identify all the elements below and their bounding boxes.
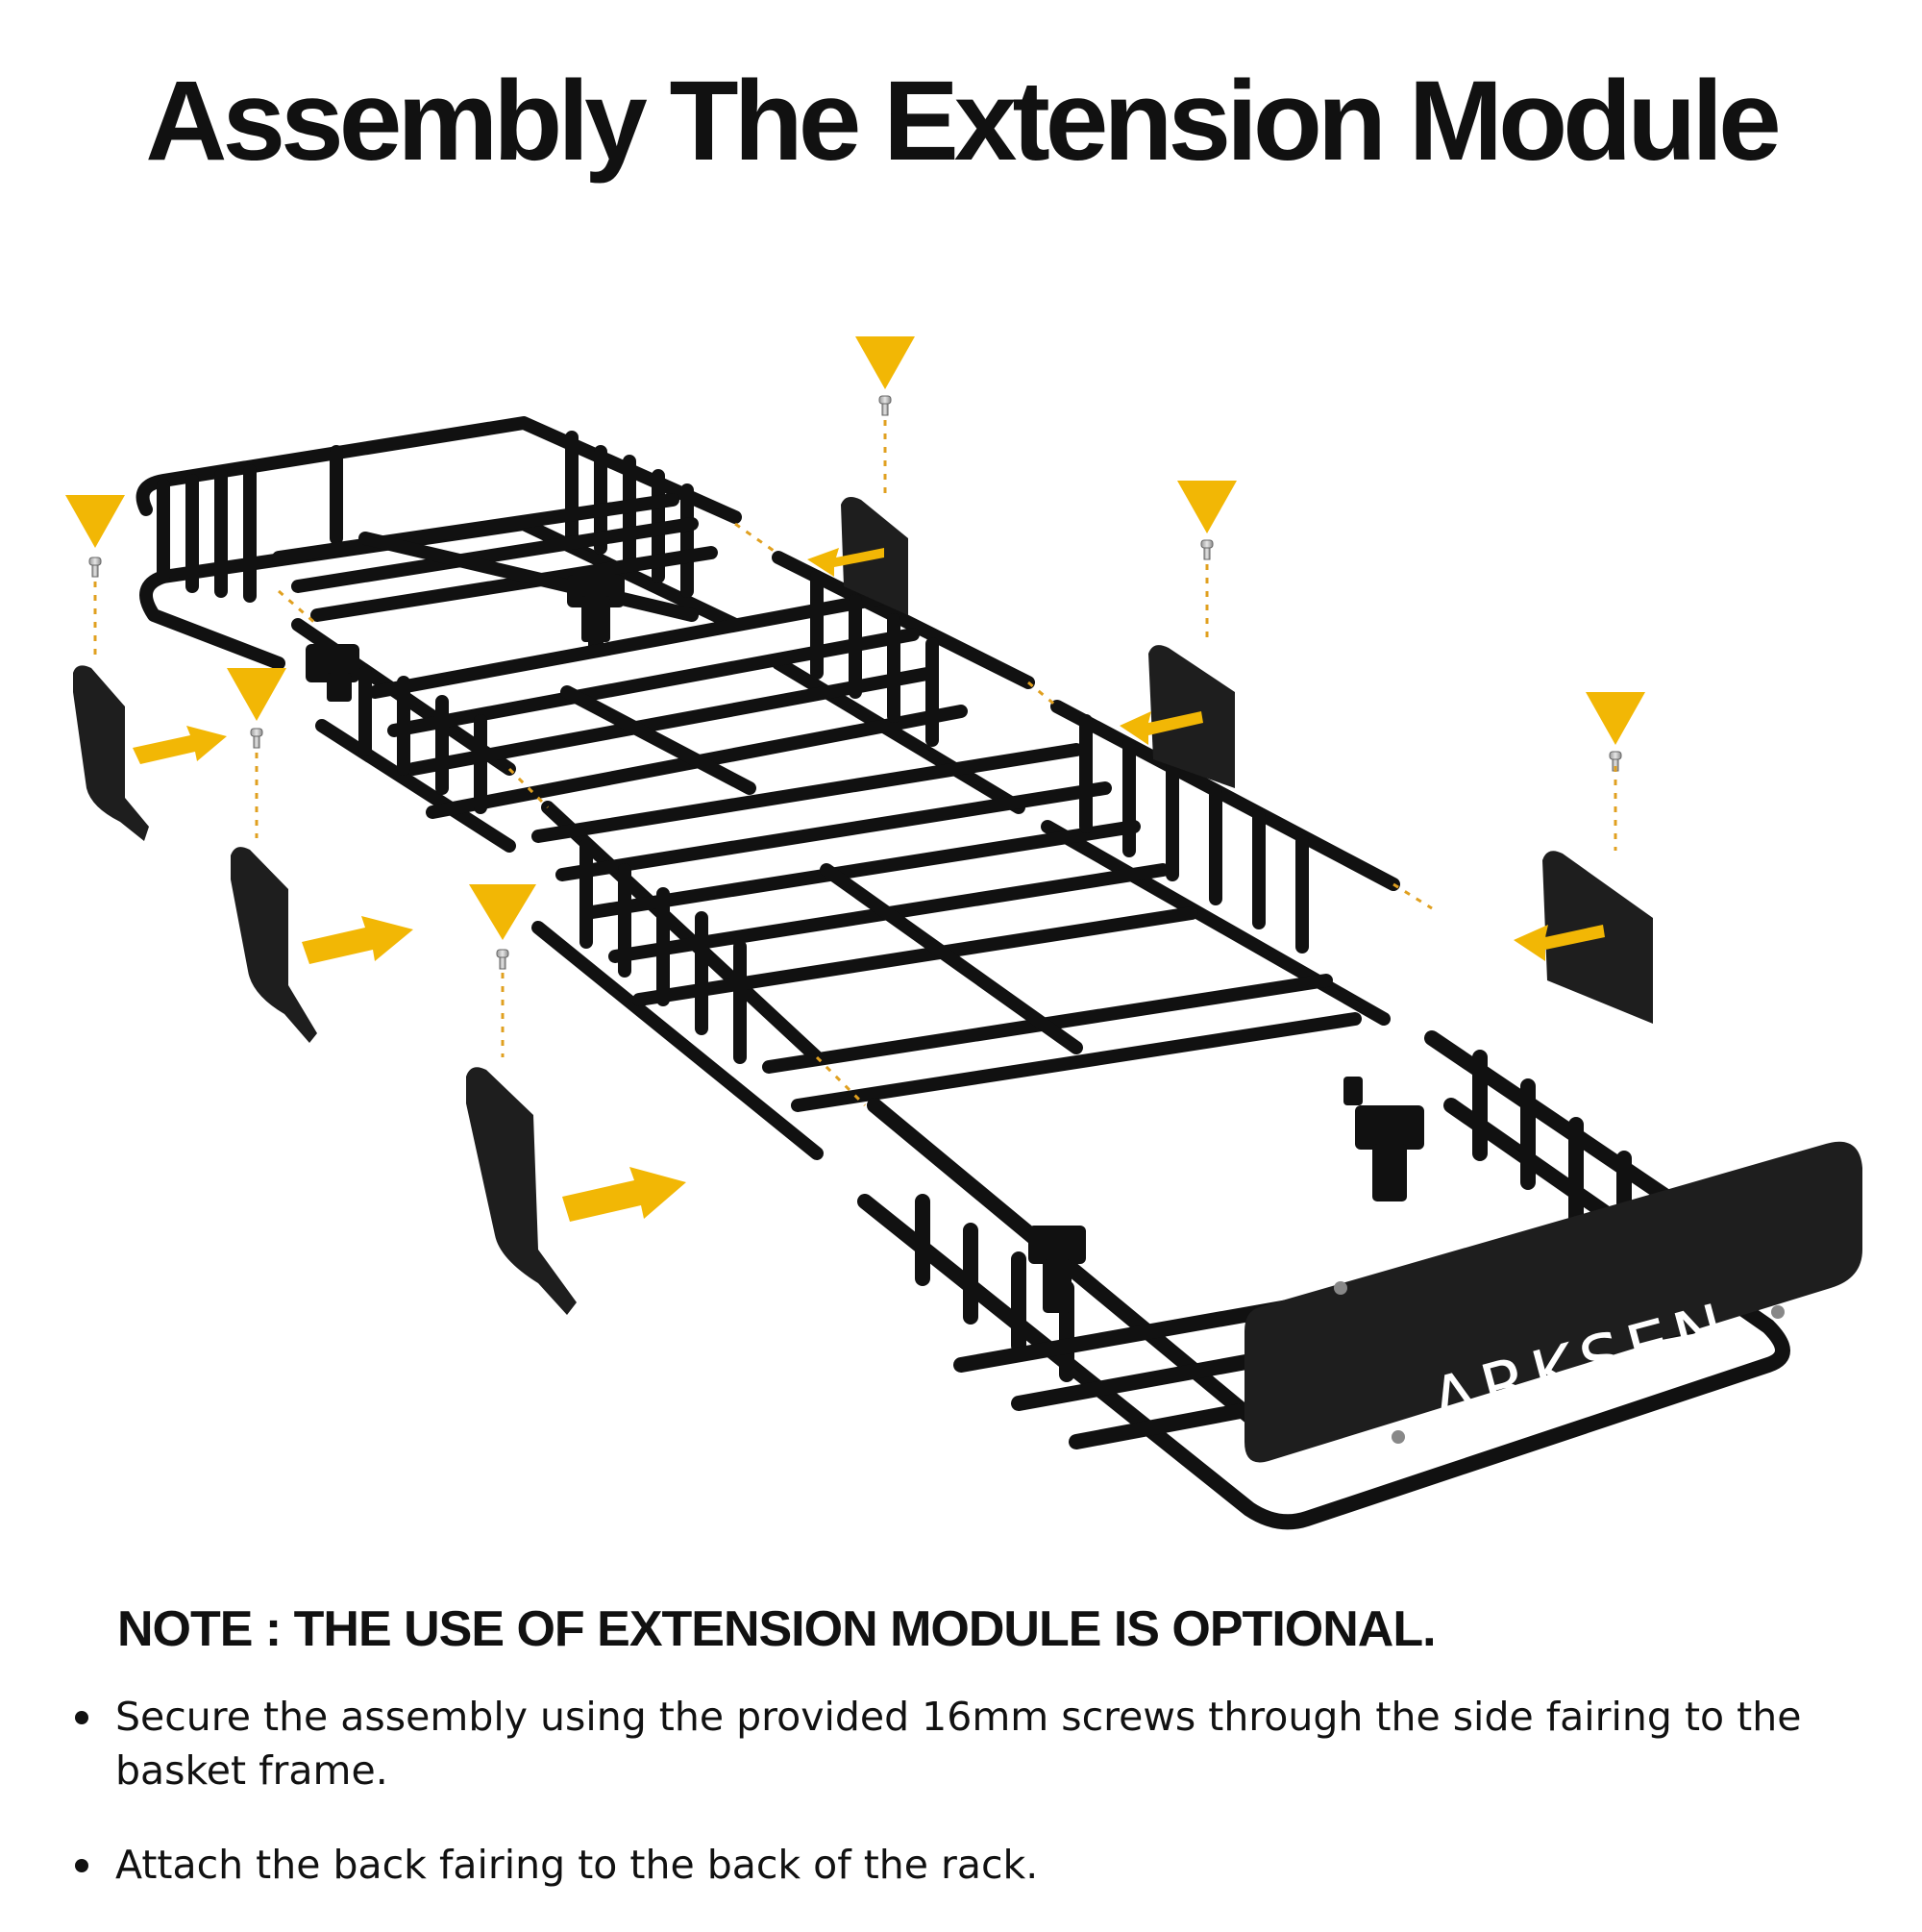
instruction-list: Secure the assembly using the provided 1… — [75, 1690, 1845, 1932]
arrow-right-icon — [133, 726, 227, 764]
arrow-left-icon — [1514, 925, 1605, 961]
clamp-front — [1028, 1077, 1424, 1313]
instruction-text: Attach the back fairing to the back of t… — [115, 1842, 1039, 1888]
arrow-left-icon — [807, 548, 884, 577]
arrow-right-icon — [302, 916, 413, 964]
arrow-left-icon — [1120, 711, 1203, 745]
bullet-icon — [75, 1859, 88, 1872]
bullet-icon — [75, 1711, 88, 1724]
clamp-rear — [567, 575, 625, 652]
instruction-item: Attach the back fairing to the back of t… — [75, 1838, 1845, 1892]
screw-icon — [88, 395, 1622, 970]
instruction-item: Secure the assembly using the provided 1… — [75, 1690, 1845, 1797]
page-title: Assembly The Extension Module — [145, 58, 1781, 185]
arrow-right-icon — [562, 1167, 686, 1222]
side-fairing-left-2 — [231, 847, 317, 1043]
optional-note: NOTE : THE USE OF EXTENSION MODULE IS OP… — [117, 1601, 1437, 1657]
guide-lines — [93, 420, 1617, 1107]
side-fairing-left-1 — [73, 665, 149, 841]
clamp-middle — [306, 644, 359, 702]
side-fairing-left-3 — [466, 1067, 577, 1315]
back-fairing-plate: ARKSEN — [1244, 1141, 1862, 1463]
rear-basket-section — [136, 416, 742, 670]
instruction-text: Secure the assembly using the provided 1… — [115, 1694, 1802, 1794]
middle-extension-frame — [291, 551, 1400, 1160]
down-triangle-icon — [65, 336, 1645, 940]
